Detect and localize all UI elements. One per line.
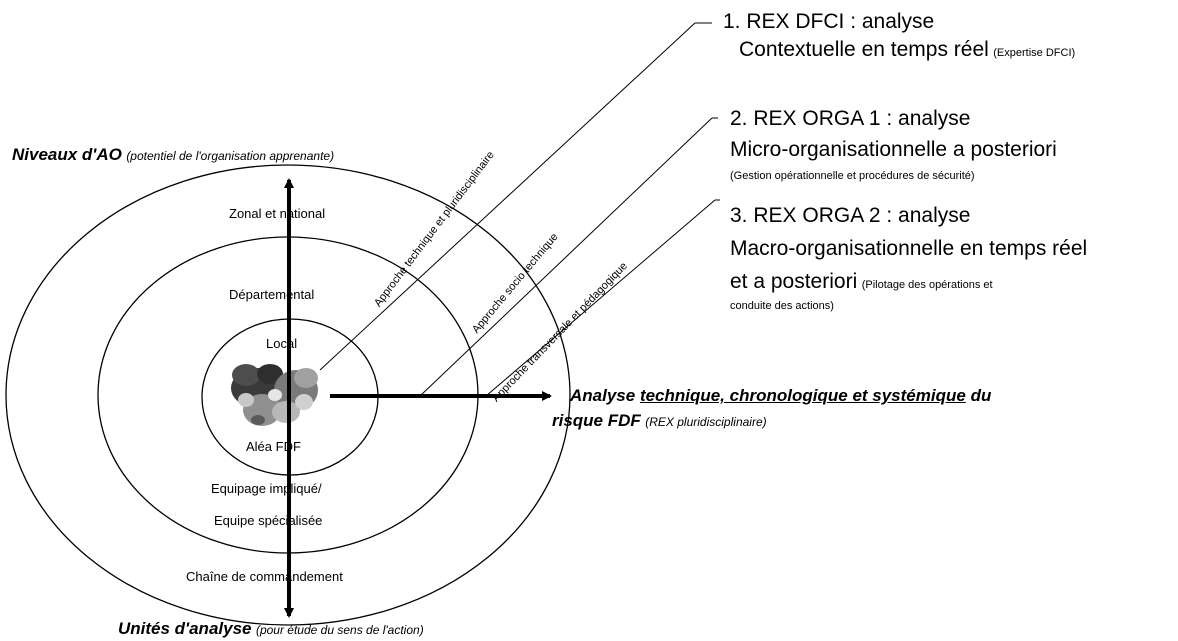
rex-3-note: (Pilotage des opérations et	[861, 279, 993, 291]
top-axis-label: Niveaux d'AO (potentiel de l'organisatio…	[12, 145, 334, 165]
rex-3-line3-row: et a posteriori (Pilotage des opérations…	[730, 270, 993, 294]
rex-2-note: (Gestion opérationnelle et procédures de…	[730, 170, 975, 182]
bottom-axis-label: Unités d'analyse (pour étude du sens de …	[118, 619, 424, 639]
leader-line-3	[485, 199, 716, 397]
rex-2-title: 2. REX ORGA 1 : analyse	[730, 107, 971, 130]
ring-label-departemental: Départemental	[229, 287, 315, 302]
ring-label-equipage: Equipage impliqué/	[211, 481, 322, 496]
top-axis-title: Niveaux d'AO	[12, 145, 122, 164]
horizontal-axis-sub: (REX pluridisciplinaire)	[645, 415, 767, 429]
top-axis-sub: (potentiel de l'organisation apprenante)	[126, 149, 335, 163]
ring-label-alea: Aléa FDF	[246, 439, 301, 454]
ring-label-zonal: Zonal et national	[229, 206, 326, 221]
bottom-axis-title: Unités d'analyse	[118, 619, 252, 638]
rex-1-line2: Contextuelle en temps réel	[739, 38, 989, 61]
rex-1-description: Contextuelle en temps réel (Expertise DF…	[739, 38, 1075, 62]
ring-label-equipe: Equipe spécialisée	[214, 513, 323, 528]
rex-1-title: 1. REX DFCI : analyse	[723, 10, 935, 33]
leader-line-2	[419, 117, 713, 397]
forest-fire-image	[231, 364, 318, 426]
rex-1-note: (Expertise DFCI)	[993, 47, 1076, 59]
leader-line-1	[319, 22, 696, 371]
rex-3-title: 3. REX ORGA 2 : analyse	[730, 204, 971, 227]
rex-3-line2: Macro-organisationnelle en temps réel	[730, 237, 1088, 260]
outer-ellipse	[5, 164, 571, 626]
horizontal-axis-title-line2-row: risque FDF (REX pluridisciplinaire)	[552, 411, 767, 431]
bottom-axis-sub: (pour étude du sens de l'action)	[255, 623, 424, 637]
horizontal-axis-title-underlined: technique, chronologique et systémique	[639, 386, 966, 405]
horizontal-axis-title-line2: risque FDF	[552, 411, 641, 430]
rex-2-line2: Micro-organisationnelle a posteriori	[730, 138, 1057, 161]
rex-3-line3: et a posteriori	[730, 270, 858, 293]
horizontal-axis-title-part1: Analyse	[570, 386, 636, 405]
ring-label-local: Local	[266, 336, 298, 351]
horizontal-axis-title-line1: Analyse technique, chronologique et syst…	[570, 386, 991, 406]
rex-3-note2: conduite des actions)	[730, 300, 834, 312]
horizontal-axis-title-part2: du	[970, 386, 992, 405]
ring-label-chaine: Chaîne de commandement	[186, 569, 343, 584]
